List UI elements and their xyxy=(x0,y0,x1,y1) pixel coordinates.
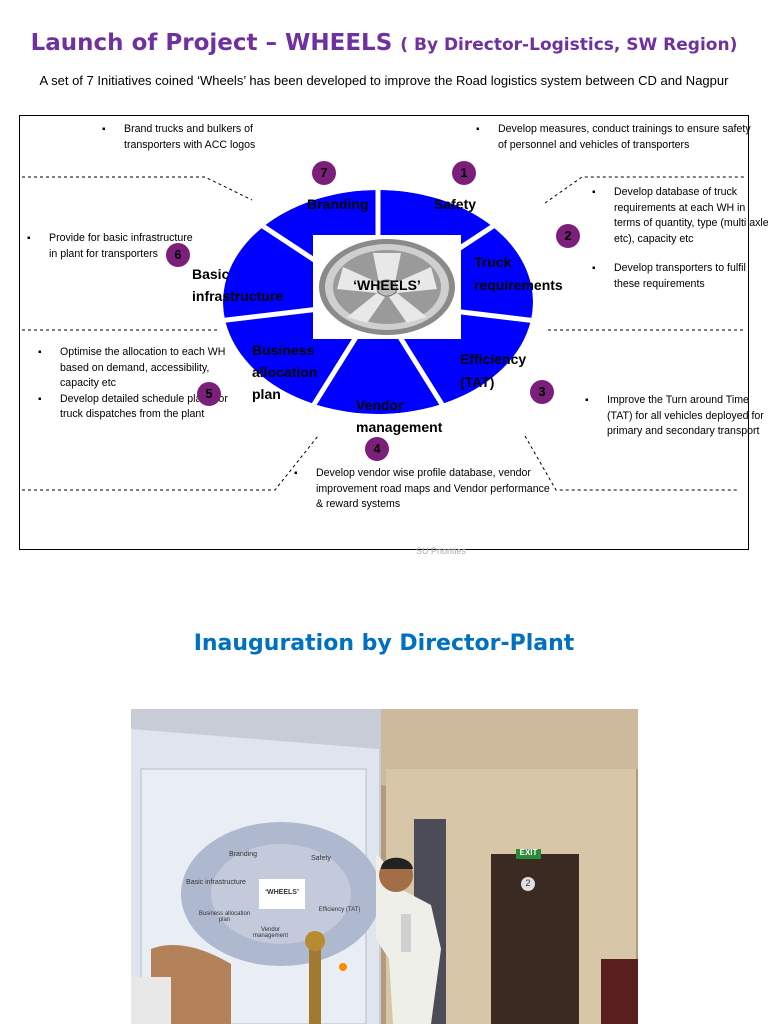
section-heading: Inauguration by Director-Plant xyxy=(0,631,768,656)
connector-branding xyxy=(22,177,252,200)
segment-label-infra: Basic infrastructure xyxy=(192,263,304,307)
footnote: SU Priorities xyxy=(416,546,466,556)
photo-exit-sign: EXIT xyxy=(517,848,540,857)
number-badge-4: 4 xyxy=(365,437,389,461)
number-badge-1: 1 xyxy=(452,161,476,185)
photo-door-number: 2 xyxy=(523,878,533,888)
number-badge-5: 5 xyxy=(197,382,221,406)
photo-screen-label-business: Business allocation plan xyxy=(197,911,252,923)
note-truck: Develop database of truck requirements a… xyxy=(588,185,768,292)
photo-screen-label-efficiency: Efficiency (TAT) xyxy=(317,907,362,913)
connector-vendor-right xyxy=(525,436,738,490)
photo-screen-label-safety: Safety xyxy=(311,855,331,862)
photo-text-layer: EXIT 2 Branding Safety Basic infrastruct… xyxy=(131,709,638,1024)
number-badge-3: 3 xyxy=(530,380,554,404)
note-vendor-item: Develop vendor wise profile database, ve… xyxy=(316,466,556,513)
note-truck-item-2: Develop transporters to fulfil these req… xyxy=(614,261,768,292)
segment-label-truck: Truck requirements xyxy=(474,251,584,297)
number-badge-2: 2 xyxy=(556,224,580,248)
note-safety-item: Develop measures, conduct trainings to e… xyxy=(498,122,753,153)
photo-screen-label-hub: ‘WHEELS’ xyxy=(259,889,305,896)
note-safety: Develop measures, conduct trainings to e… xyxy=(472,122,753,153)
note-efficiency: Improve the Turn around Time (TAT) for a… xyxy=(581,393,767,440)
number-badge-6: 6 xyxy=(166,243,190,267)
note-branding-item: Brand trucks and bulkers of transporters… xyxy=(124,122,309,153)
number-badge-7: 7 xyxy=(312,161,336,185)
hub-label: ‘WHEELS’ xyxy=(313,277,461,293)
photo-screen-label-vendor: Vendor management xyxy=(243,927,298,939)
note-branding: Brand trucks and bulkers of transporters… xyxy=(98,122,309,153)
photo-screen-label-infra: Basic infrastructure xyxy=(186,879,246,886)
segment-label-efficiency: Efficiency (TAT) xyxy=(460,348,540,394)
segment-label-vendor: Vendor management xyxy=(356,394,466,438)
connector-vendor xyxy=(22,436,318,490)
segment-label-branding: Branding xyxy=(307,194,368,214)
note-vendor: Develop vendor wise profile database, ve… xyxy=(290,466,556,513)
segment-label-safety: Safety xyxy=(434,194,476,214)
photo-screen-label-branding: Branding xyxy=(229,851,257,858)
segment-label-business: Business allocation plan xyxy=(252,339,332,405)
note-efficiency-item: Improve the Turn around Time (TAT) for a… xyxy=(607,393,767,440)
note-truck-item-1: Develop database of truck requirements a… xyxy=(614,185,768,247)
